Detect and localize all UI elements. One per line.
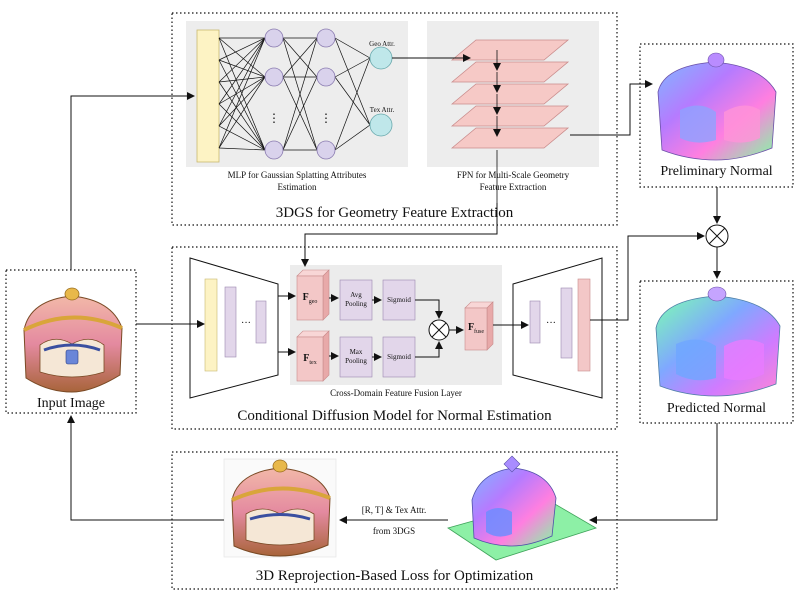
mlp-caption-line1: MLP for Gaussian Splatting Attributes (227, 170, 367, 180)
input-image-chest (23, 287, 123, 393)
f-tex-label: Ftex (303, 353, 317, 366)
decoder-block-1 (529, 300, 541, 344)
fusion-multiply-node (428, 319, 450, 341)
fpn-plane (450, 127, 570, 149)
decoder-dots: ··· (546, 318, 556, 329)
fpn-plane (450, 61, 570, 83)
geometry-section-title: 3DGS for Geometry Feature Extraction (275, 205, 514, 221)
mlp-panel (186, 21, 408, 167)
preliminary-normal-label: Preliminary Normal (660, 164, 773, 179)
fpn-plane (450, 39, 570, 61)
f-fuse-label: Ffuse (467, 322, 485, 335)
mlp-caption-line2: Estimation (277, 182, 317, 192)
f-fuse-cube (464, 301, 494, 351)
mlp-neuron (264, 67, 284, 87)
tex-attr-label: Tex Attr. (369, 106, 395, 114)
avg-pooling-box (339, 279, 373, 321)
fusion-caption: Cross-Domain Feature Fusion Layer (330, 388, 462, 398)
mlp-neuron (264, 28, 284, 48)
tex-attr-node (369, 113, 393, 137)
f-geo-label: Fgeo (302, 292, 318, 305)
fpn-caption-line2: Feature Extraction (479, 182, 547, 192)
max-pooling-label-2: Pooling (345, 357, 367, 365)
geo-attr-label: Geo Attr. (369, 40, 395, 48)
normal-multiply-node (705, 224, 729, 248)
predicted-normal-image (655, 286, 781, 397)
diffusion-section-title: Conditional Diffusion Model for Normal E… (237, 408, 552, 424)
geo-attr-node (369, 46, 393, 70)
sigmoid-bottom-box (382, 336, 416, 378)
encoder-block-yellow (204, 278, 218, 372)
f-geo-cube (296, 269, 330, 321)
mlp-input-layer (196, 29, 220, 163)
mlp-dots-2: ⋮ (320, 111, 332, 125)
avg-pooling-label-1: Avg (350, 291, 362, 299)
reprojection-section-title: 3D Reprojection-Based Loss for Optimizat… (255, 568, 534, 584)
sigmoid-top-box (382, 279, 416, 321)
reprojection-note-line2: from 3DGS (372, 526, 416, 536)
mlp-neuron (316, 67, 336, 87)
fpn-plane (450, 83, 570, 105)
mlp-neuron (316, 140, 336, 160)
encoder-dots: ··· (241, 318, 251, 329)
encoder-block-1 (224, 286, 237, 358)
max-pooling-box (339, 336, 373, 378)
max-pooling-label-1: Max (349, 348, 363, 356)
geometry-section-box (171, 12, 618, 226)
f-tex-cube (296, 330, 330, 382)
avg-pooling-label-2: Pooling (345, 300, 367, 308)
input-image-label: Input Image (36, 396, 106, 411)
3d-normal-model-image (447, 455, 597, 561)
fpn-caption-line1: FPN for Multi-Scale Geometry (456, 170, 570, 180)
reprojected-render-image (223, 458, 337, 558)
mlp-neuron (264, 140, 284, 160)
connectors (67, 54, 721, 524)
decoder-block-pink (577, 278, 591, 372)
predicted-normal-label: Predicted Normal (666, 401, 767, 416)
diffusion-section-box (171, 246, 618, 430)
preliminary-normal-image (657, 52, 777, 161)
mlp-connections (218, 37, 371, 151)
fpn-planes (450, 39, 570, 203)
fpn-plane (450, 105, 570, 127)
mlp-dots-1: ⋮ (268, 111, 280, 125)
mlp-neurons (264, 28, 336, 160)
sigmoid-bottom-label: Sigmoid (387, 353, 411, 361)
reprojection-note-line1: [R, T] & Tex Attr. (361, 505, 427, 515)
sigmoid-top-label: Sigmoid (387, 296, 411, 304)
predicted-normal-box (639, 280, 794, 424)
decoder-block-2 (560, 287, 573, 359)
encoder-block-2 (255, 300, 267, 344)
mlp-neuron (316, 28, 336, 48)
